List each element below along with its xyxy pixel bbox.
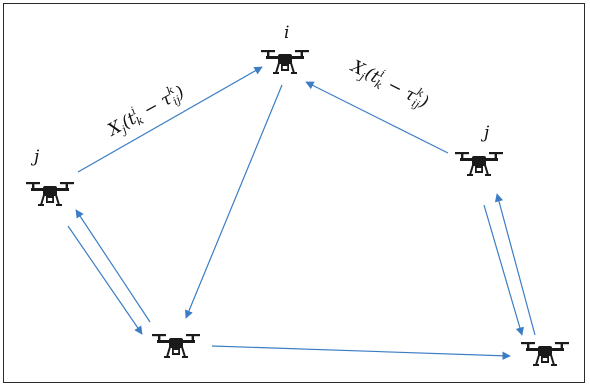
edge-bottomleft-to-bottomright — [211, 345, 511, 360]
drone-bottom-left-icon — [151, 333, 201, 358]
drone-bottom-right-icon — [520, 341, 570, 366]
node-label-i: i — [284, 23, 289, 43]
drone-j-left-icon — [25, 181, 75, 206]
edge-jleft-to-bottomleft — [67, 225, 143, 335]
diagram-frame — [3, 3, 585, 383]
edge-i-to-bottomleft — [184, 84, 283, 319]
edge-jright-to-bottomright — [483, 204, 524, 336]
edge-jleft-to-i — [77, 66, 263, 173]
svg-text:Xj(tik − τkij): Xj(tik − τkij) — [345, 53, 433, 114]
edge-bottomright-to-jright — [494, 193, 536, 336]
node-label-j-left: j — [30, 147, 40, 167]
drone-j-right-icon — [454, 151, 504, 176]
drone-i-icon — [260, 49, 310, 74]
edge-bottomleft-to-jleft — [75, 209, 151, 323]
edge-label-right: Xj(tik − τkij) — [345, 53, 433, 114]
edge-label-left: Xj(tik − τkij) — [102, 80, 189, 144]
node-label-j-right: j — [480, 123, 490, 143]
edge-jright-to-i — [305, 81, 449, 154]
svg-text:Xj(tik − τkij): Xj(tik − τkij) — [102, 80, 189, 144]
